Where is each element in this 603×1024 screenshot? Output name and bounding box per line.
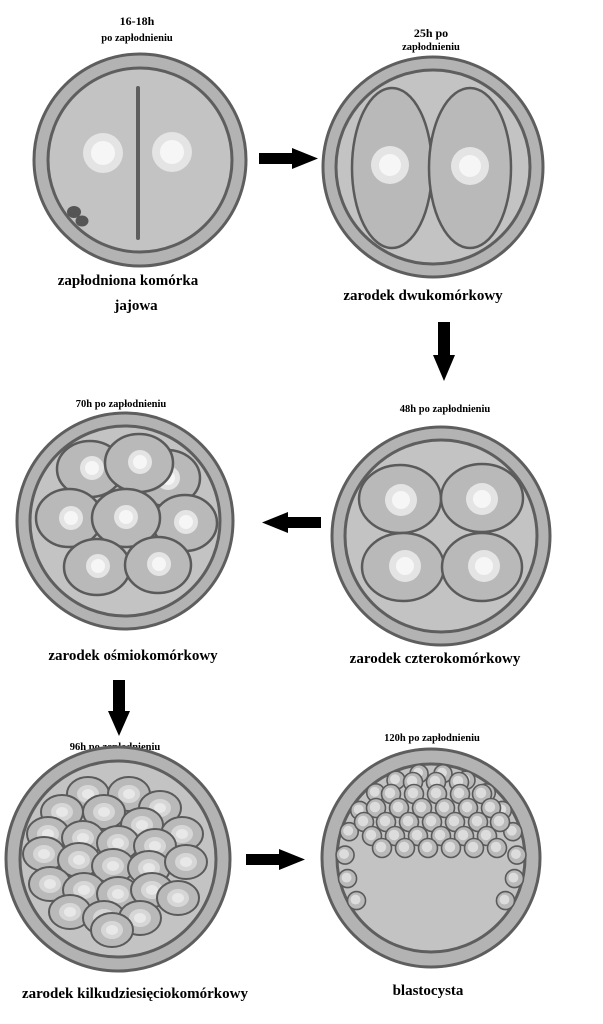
arrow-stage-2-to-3 <box>433 322 455 381</box>
morula-cell <box>22 836 66 872</box>
inner-cell-mass-cell <box>411 797 433 819</box>
stage-3-cell-bottom-right <box>440 531 524 603</box>
inner-cell-mass-cell <box>394 837 416 859</box>
stage-3-time: 48h po zapłodnieniu <box>400 404 491 415</box>
stage-1-time-line-2: po zapłodnieniu <box>101 33 173 44</box>
inner-cell-mass-cell <box>371 837 393 859</box>
stage-2-time-line-2: zapłodnieniu <box>402 42 460 53</box>
stage-1-time-line-1: 16-18h <box>120 14 155 28</box>
arrow-stage-1-to-2 <box>259 148 318 169</box>
inner-cell-mass-cell <box>457 797 479 819</box>
stage-3-inner-space <box>343 438 539 634</box>
morula-cell <box>28 866 72 902</box>
inner-cell-mass-cell <box>463 837 485 859</box>
stage-5-cells <box>22 776 208 948</box>
stage-6-cells <box>335 763 527 911</box>
morula-cell <box>90 912 134 948</box>
stage-3-four-cell: 48h po zapłodnieniu zarodek czterokomórk… <box>330 404 552 667</box>
stage-3-cell-top-left <box>357 463 443 535</box>
trophoblast-cell <box>504 868 525 889</box>
stage-6-time: 120h po zapłodnieniu <box>384 733 480 744</box>
stage-1-polar-bodies <box>67 206 89 227</box>
inner-cell-mass-cell <box>417 837 439 859</box>
stage-4-eight-cell: 70h po zapłodnieniu zarodek ośmiokomórko… <box>15 399 235 664</box>
morula-cell <box>164 844 208 880</box>
stage-4-cell <box>123 535 193 595</box>
morula-cell <box>82 794 126 830</box>
stage-4-cell <box>90 487 162 549</box>
stage-2-cell-right <box>427 86 513 250</box>
stage-3-label: zarodek czterokomórkowy <box>350 651 521 667</box>
stage-4-cells <box>34 432 219 597</box>
stage-6-blastocyst: 120h po zapłodnieniu blastocysta <box>320 733 542 999</box>
trophoblast-cell <box>507 845 527 865</box>
stage-3-cell-bottom-left <box>360 531 446 603</box>
stage-3-cell-top-right <box>439 462 525 534</box>
arrows <box>108 148 455 870</box>
inner-cell-mass-cell <box>440 837 462 859</box>
stage-4-cell <box>34 487 104 549</box>
trophoblast-cell <box>335 845 355 865</box>
inner-cell-mass-cell <box>365 797 387 819</box>
morula-cell <box>91 848 135 884</box>
stage-5-label: zarodek kilkudziesięciokomórkowy <box>22 986 248 1002</box>
stage-1-label-line-1: zapłodniona komórka <box>58 273 199 289</box>
arrow-stage-3-to-4 <box>262 512 321 533</box>
stage-2-time-line-1: 25h po <box>414 26 448 40</box>
inner-cell-mass-cell <box>489 811 511 833</box>
stage-4-cell <box>62 537 132 597</box>
arrow-stage-5-to-6 <box>246 849 305 870</box>
arrow-stage-4-to-5 <box>108 680 130 736</box>
stage-1-pronucleus-right <box>152 132 192 172</box>
trophoblast-cell <box>346 890 367 911</box>
stage-1-label-line-2: jajowa <box>113 298 158 314</box>
stage-1-pronucleus-left <box>83 133 123 173</box>
stage-4-label: zarodek ośmiokomórkowy <box>48 648 218 664</box>
inner-cell-mass-cell <box>486 837 508 859</box>
stage-5-morula: 96h po zapłodnieniu zarodek kilkudziesię… <box>4 742 248 1002</box>
stage-6-label: blastocysta <box>393 983 464 999</box>
inner-cell-mass-cell <box>388 797 410 819</box>
stage-4-time: 70h po zapłodnieniu <box>76 399 167 410</box>
inner-cell-mass-cell <box>434 797 456 819</box>
trophoblast-cell <box>339 821 360 842</box>
morula-cell <box>48 894 92 930</box>
stage-1-zygote: 16-18h po zapłodnieniu zapłodniona komór… <box>32 14 248 314</box>
stage-2-cell-left <box>350 86 434 250</box>
morula-cell <box>156 880 200 916</box>
trophoblast-cell <box>495 890 516 911</box>
stage-2-two-cell: 25h po zapłodnieniu zarodek dwukomórkowy <box>321 26 545 304</box>
stage-4-cell <box>103 432 175 494</box>
stage-2-label: zarodek dwukomórkowy <box>343 288 503 304</box>
trophoblast-cell <box>337 868 358 889</box>
